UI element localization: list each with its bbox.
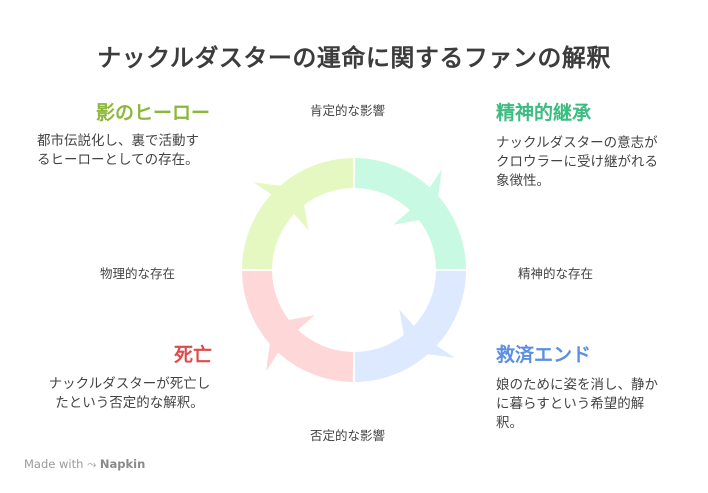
heading-salvation-end: 救済エンド xyxy=(496,344,592,366)
desc-shadow-hero: 都市伝説化し、裏で活動す るヒーローとしての存在。 xyxy=(37,133,199,168)
napkin-logo-icon: ⤳ xyxy=(87,457,97,471)
segment-topleft xyxy=(242,158,354,270)
heading-death: 死亡 xyxy=(174,344,213,366)
heading-shadow-hero: 影のヒーロー xyxy=(96,102,211,124)
footer-branding: Made with ⤳ Napkin xyxy=(24,457,145,472)
desc-salvation-end: 娘のために姿を消し、静か に暮らすという希望的解 釈。 xyxy=(496,377,658,431)
footer-brand: Napkin xyxy=(99,457,146,471)
axis-label-left: 物理的な存在 xyxy=(100,266,176,281)
arrow-icon xyxy=(399,309,456,358)
segment-bottomright xyxy=(354,270,466,382)
arrow-icon xyxy=(252,182,309,231)
heading-spiritual-succession: 精神的継承 xyxy=(496,102,592,124)
axis-label-bottom: 否定的な影響 xyxy=(310,428,386,443)
arrow-icon xyxy=(393,168,442,225)
axis-label-right: 精神的な存在 xyxy=(518,266,594,281)
desc-death: ナックルダスターが死亡し たという否定的な解釈。 xyxy=(48,376,211,411)
footer-made-with: Made with xyxy=(24,457,84,471)
segment-bottomleft xyxy=(242,270,354,382)
desc-spiritual-succession: ナックルダスターの意志が クロウラーに受け継がれる 象徴性。 xyxy=(496,135,658,189)
arrow-icon xyxy=(266,315,315,372)
page-title: ナックルダスターの運命に関するファンの解釈 xyxy=(97,44,611,72)
axis-label-top: 肯定的な影響 xyxy=(310,103,386,118)
segment-topright xyxy=(354,158,466,270)
